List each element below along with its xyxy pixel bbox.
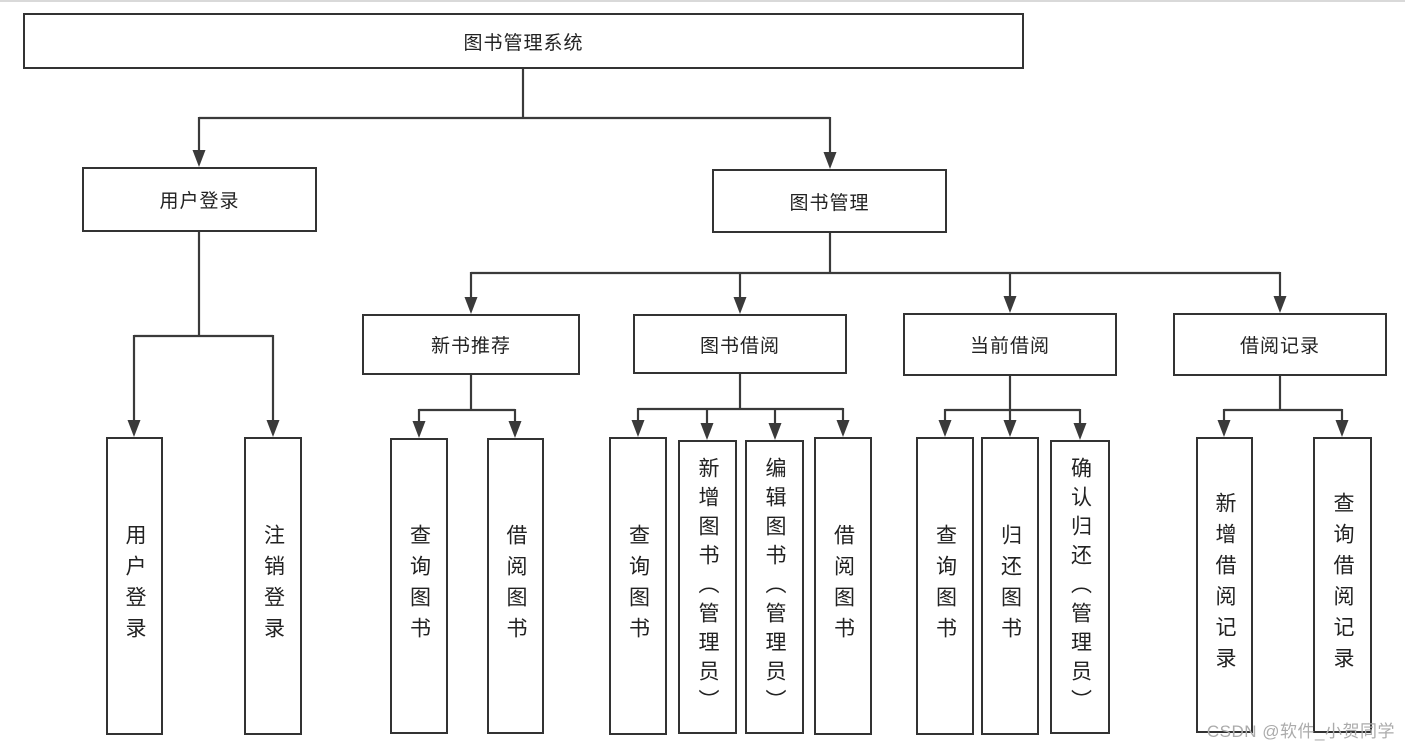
leaf-query-books-current: 查询图书: [916, 437, 974, 735]
leaf-add-books-admin: 新增图书（管理员）: [678, 440, 737, 734]
leaf-query-books-borrowing: 查询图书: [609, 437, 667, 735]
leaf-confirm-return-admin: 确认归还（管理员）: [1050, 440, 1110, 734]
node-user-login: 用户登录: [82, 167, 317, 232]
node-current-borrowing: 当前借阅: [903, 313, 1117, 376]
leaf-query-books-recommend: 查询图书: [390, 438, 448, 734]
node-borrowing-records: 借阅记录: [1173, 313, 1387, 376]
leaf-logout: 注销登录: [244, 437, 302, 735]
node-book-borrowing: 图书借阅: [633, 314, 847, 374]
node-new-book-recommend: 新书推荐: [362, 314, 580, 375]
leaf-query-borrow-record: 查询借阅记录: [1313, 437, 1372, 733]
node-book-management: 图书管理: [712, 169, 947, 233]
leaf-borrow-books-recommend: 借阅图书: [487, 438, 544, 734]
leaf-add-borrow-record: 新增借阅记录: [1196, 437, 1253, 733]
csdn-watermark: CSDN @软件_小贺同学: [1206, 722, 1395, 741]
node-root-library-system: 图书管理系统: [23, 13, 1024, 69]
leaf-return-books: 归还图书: [981, 437, 1039, 735]
leaf-user-login: 用户登录: [106, 437, 163, 735]
page-top-border: [0, 0, 1405, 2]
leaf-borrow-books: 借阅图书: [814, 437, 872, 735]
leaf-edit-books-admin: 编辑图书（管理员）: [745, 440, 804, 734]
